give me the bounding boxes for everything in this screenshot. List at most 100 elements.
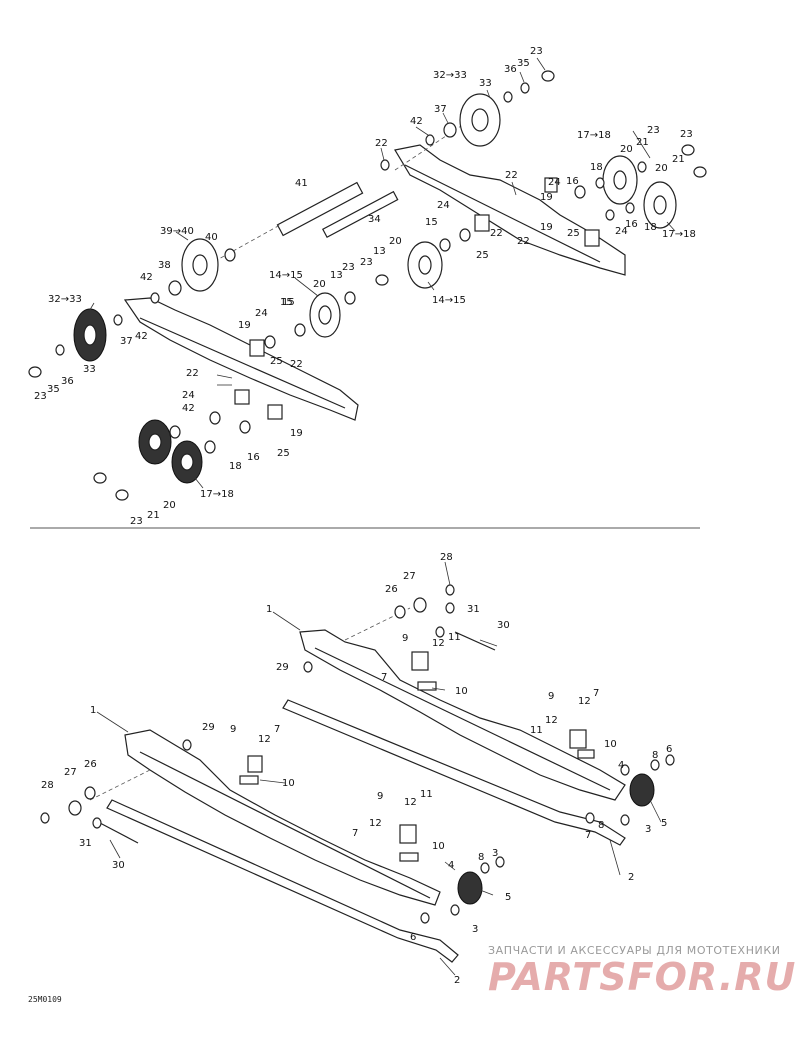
callout: 28 <box>440 552 453 563</box>
callout: 20 <box>313 279 326 290</box>
callout: 7 <box>593 688 599 699</box>
callout: 17→18 <box>662 229 696 240</box>
callout: 11 <box>448 632 461 643</box>
callout: 8 <box>652 750 658 761</box>
callout: 39→40 <box>160 226 194 237</box>
callout: 37 <box>434 104 447 115</box>
callout: 24 <box>615 226 628 237</box>
block-10-mid <box>399 852 419 862</box>
drawing-code: 25M0109 <box>28 995 62 1004</box>
callout: 10 <box>282 778 295 789</box>
watermark-tagline: ЗАПЧАСТИ И АКСЕССУАРЫ ДЛЯ МОТОТЕХНИКИ <box>488 944 781 957</box>
callout: 41 <box>295 178 308 189</box>
callout: 19 <box>238 320 251 331</box>
small-hardware-top <box>28 70 707 501</box>
bolt-30-right <box>454 631 496 651</box>
top-callouts: 23 35 36 32→33 33 37 42 22 41 34 17→18 2… <box>34 46 696 527</box>
callout: 27 <box>64 767 77 778</box>
callout: 10 <box>604 739 617 750</box>
callout: 35 <box>517 58 530 69</box>
callout: 8 <box>478 852 484 863</box>
callout: 20 <box>620 144 633 155</box>
callout: 7 <box>352 828 358 839</box>
callout: 16 <box>625 219 638 230</box>
callout: 7 <box>381 672 387 683</box>
callout: 27 <box>403 571 416 582</box>
slide-left <box>106 799 459 963</box>
callout: 12 <box>404 797 417 808</box>
callout: 20 <box>389 236 402 247</box>
callout: 22 <box>505 170 518 181</box>
callout: 2 <box>454 975 460 986</box>
callout: 5 <box>505 892 511 903</box>
callout: 9 <box>548 691 554 702</box>
callout: 32→33 <box>48 294 82 305</box>
callout: 24 <box>437 200 450 211</box>
callout: 15 <box>280 297 293 308</box>
callout: 23 <box>34 391 47 402</box>
callout: 3 <box>492 848 498 859</box>
callout: 3 <box>645 824 651 835</box>
callout: 28 <box>41 780 54 791</box>
callout: 25 <box>476 250 489 261</box>
callout: 16 <box>566 176 579 187</box>
callout: 22 <box>490 228 503 239</box>
callout: 29 <box>202 722 215 733</box>
callout: 2 <box>628 872 634 883</box>
callout: 36 <box>504 64 517 75</box>
callout: 36 <box>61 376 74 387</box>
idler-wheel-32-33-left <box>73 308 107 362</box>
callout: 33 <box>83 364 96 375</box>
callout: 29 <box>276 662 289 673</box>
upper-frame-right <box>394 144 626 276</box>
top-leaders <box>87 57 676 489</box>
callout: 42 <box>410 116 423 127</box>
callout: 18 <box>229 461 242 472</box>
callout: 9 <box>402 633 408 644</box>
callout: 23 <box>342 262 355 273</box>
callout: 4 <box>618 760 624 771</box>
callout: 20 <box>655 163 668 174</box>
callout: 15 <box>282 297 295 308</box>
callout: 12 <box>545 715 558 726</box>
callout: 24 <box>182 390 195 401</box>
callout: 11 <box>420 789 433 800</box>
callout: 1 <box>90 705 96 716</box>
callout: 23 <box>130 516 143 527</box>
bottom-assembly: 28 27 26 1 31 30 9 12 11 29 7 10 9 12 7 … <box>40 552 675 986</box>
callout: 12 <box>369 818 382 829</box>
callout: 3 <box>472 924 478 935</box>
callout: 30 <box>112 860 125 871</box>
callout: 26 <box>84 759 97 770</box>
idler-wheel-17-18-upper-a <box>602 155 638 205</box>
bottom-leaders <box>96 561 662 976</box>
idler-wheel-17-18-upper-b <box>643 181 677 229</box>
idler-wheel-32-33-top <box>459 93 501 147</box>
callout: 25 <box>277 448 290 459</box>
callout: 6 <box>410 932 416 943</box>
callout: 15 <box>425 217 438 228</box>
shaft-41 <box>276 181 364 237</box>
callout: 25 <box>567 228 580 239</box>
callout: 21 <box>636 137 649 148</box>
bolt-30-left <box>99 822 139 844</box>
callout: 23 <box>680 129 693 140</box>
callout: 7 <box>585 830 591 841</box>
end-roller-right <box>629 773 655 807</box>
callout: 31 <box>79 838 92 849</box>
rail-frame-left <box>124 729 441 906</box>
callout: 22 <box>290 359 303 370</box>
callout: 12 <box>258 734 271 745</box>
block-9-mid <box>399 824 417 844</box>
callout: 23 <box>530 46 543 57</box>
callout: 30 <box>497 620 510 631</box>
callout: 18 <box>644 222 657 233</box>
callout: 40 <box>205 232 218 243</box>
callout: 17→18 <box>577 130 611 141</box>
callout: 32→33 <box>433 70 467 81</box>
callout: 19 <box>290 428 303 439</box>
callout: 10 <box>455 686 468 697</box>
callout: 25 <box>270 356 283 367</box>
callout: 23 <box>360 257 373 268</box>
